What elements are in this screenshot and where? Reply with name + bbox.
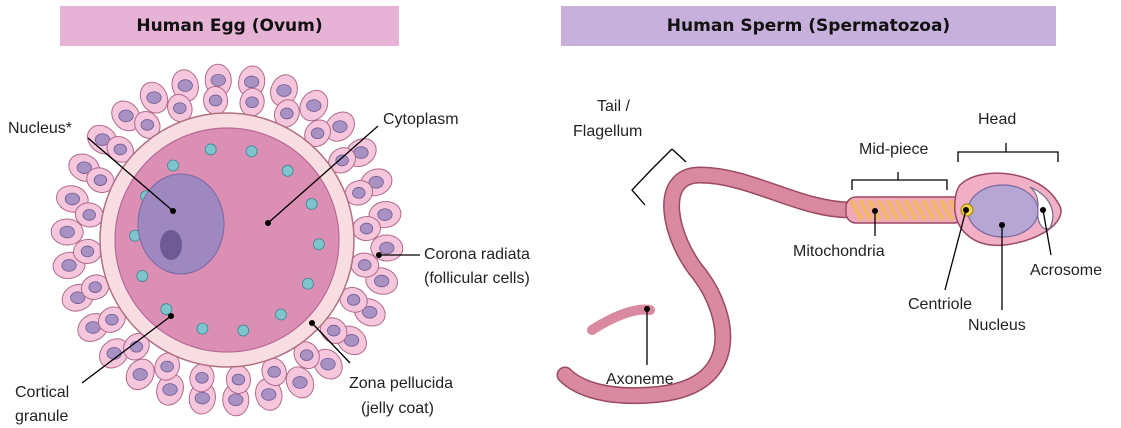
label-centriole: Centriole bbox=[908, 296, 972, 313]
label-tail-1: Tail / bbox=[597, 98, 630, 115]
label-cytoplasm: Cytoplasm bbox=[383, 111, 459, 128]
follicle-cell-nucleus bbox=[262, 389, 276, 401]
follicle-cell-nucleus bbox=[311, 128, 324, 139]
follicle-cell-nucleus bbox=[133, 369, 147, 381]
follicle-cell-nucleus bbox=[336, 155, 349, 166]
follicle-cell-nucleus bbox=[244, 76, 258, 88]
cortical-granule bbox=[246, 146, 257, 157]
follicle-cell-nucleus bbox=[360, 223, 373, 234]
follicle-cell-nucleus bbox=[293, 377, 307, 389]
head-bracket bbox=[958, 143, 1058, 162]
follicle-cell-nucleus bbox=[62, 260, 76, 272]
follicle-cell-nucleus bbox=[300, 350, 313, 361]
follicle-cell-nucleus bbox=[147, 92, 161, 104]
follicle-cell-nucleus bbox=[374, 275, 388, 287]
follicle-cell-nucleus bbox=[178, 80, 192, 92]
cortical-granule bbox=[275, 309, 286, 320]
sperm-nucleus bbox=[968, 185, 1038, 237]
follicle-cell-nucleus bbox=[209, 95, 222, 106]
follicle-cell-nucleus bbox=[333, 121, 347, 133]
follicle-cell-nucleus bbox=[89, 282, 102, 293]
follicle-cell-nucleus bbox=[107, 348, 121, 360]
nucleolus bbox=[160, 230, 182, 260]
egg-diagram: Nucleus* Cytoplasm Corona radiata (folli… bbox=[8, 64, 530, 425]
follicle-cell-nucleus bbox=[83, 210, 96, 221]
follicle-cell-nucleus bbox=[141, 119, 154, 130]
follicle-cell-nucleus bbox=[268, 366, 281, 377]
follicle-cell-nucleus bbox=[358, 260, 371, 271]
tail-tip bbox=[592, 310, 650, 330]
follicle-cell-nucleus bbox=[347, 294, 360, 305]
midpiece-bracket bbox=[852, 172, 947, 190]
follicle-cell-nucleus bbox=[81, 246, 94, 257]
label-tail-2: Flagellum bbox=[573, 123, 642, 140]
label-zona-2: (jelly coat) bbox=[361, 400, 434, 417]
cortical-granule bbox=[282, 165, 293, 176]
cortical-granule bbox=[137, 271, 148, 282]
follicle-cell-nucleus bbox=[353, 187, 366, 198]
cortical-granule bbox=[197, 323, 208, 334]
follicle-cell-nucleus bbox=[65, 193, 79, 205]
follicle-cell-nucleus bbox=[277, 85, 291, 97]
label-corona-1: Corona radiata bbox=[424, 246, 530, 263]
follicle-cell-nucleus bbox=[195, 392, 209, 404]
follicle-cell-nucleus bbox=[321, 358, 335, 370]
follicle-cell-nucleus bbox=[86, 322, 100, 334]
follicle-cell-nucleus bbox=[60, 226, 74, 238]
label-cortical-2: granule bbox=[15, 408, 68, 425]
egg-nucleus bbox=[138, 174, 224, 274]
cortical-granule bbox=[168, 160, 179, 171]
follicle-cell-nucleus bbox=[196, 372, 209, 383]
cortical-granule bbox=[302, 278, 313, 289]
follicle-cell-nucleus bbox=[327, 325, 340, 336]
follicle-cell-nucleus bbox=[378, 209, 392, 221]
follicle-cell-nucleus bbox=[94, 175, 107, 186]
follicle-cell-nucleus bbox=[354, 147, 368, 159]
cortical-granule bbox=[313, 239, 324, 250]
follicle-cell-nucleus bbox=[163, 384, 177, 396]
label-mitochondria: Mitochondria bbox=[793, 243, 885, 260]
follicle-cell-nucleus bbox=[307, 100, 321, 112]
cortical-granule bbox=[161, 304, 172, 315]
label-egg-nucleus: Nucleus* bbox=[8, 120, 72, 137]
follicle-cell-nucleus bbox=[281, 108, 294, 119]
follicle-cell-nucleus bbox=[232, 374, 245, 385]
cortical-granule bbox=[238, 325, 249, 336]
label-cortical-1: Cortical bbox=[15, 384, 69, 401]
follicle-cell-nucleus bbox=[114, 144, 127, 155]
follicle-cell-nucleus bbox=[106, 314, 119, 325]
follicle-cell-nucleus bbox=[246, 97, 259, 108]
label-zona-1: Zona pellucida bbox=[349, 375, 453, 392]
follicle-cell-nucleus bbox=[380, 242, 394, 254]
follicle-cell-nucleus bbox=[119, 110, 133, 122]
cortical-granule bbox=[205, 144, 216, 155]
label-corona-2: (follicular cells) bbox=[424, 270, 530, 287]
follicle-cell-nucleus bbox=[174, 103, 187, 114]
label-acrosome: Acrosome bbox=[1030, 262, 1102, 279]
follicle-cell-nucleus bbox=[161, 361, 174, 372]
sperm-diagram: Tail / Flagellum Mid-piece Head Mitochon… bbox=[565, 98, 1102, 396]
follicle-cell-nucleus bbox=[211, 74, 225, 86]
cortical-granule bbox=[306, 198, 317, 209]
follicle-cell-nucleus bbox=[229, 394, 243, 406]
label-midpiece: Mid-piece bbox=[859, 141, 928, 158]
label-axoneme: Axoneme bbox=[606, 371, 674, 388]
label-sperm-nucleus: Nucleus bbox=[968, 317, 1026, 334]
follicle-cell-nucleus bbox=[130, 341, 143, 352]
label-head: Head bbox=[978, 111, 1016, 128]
